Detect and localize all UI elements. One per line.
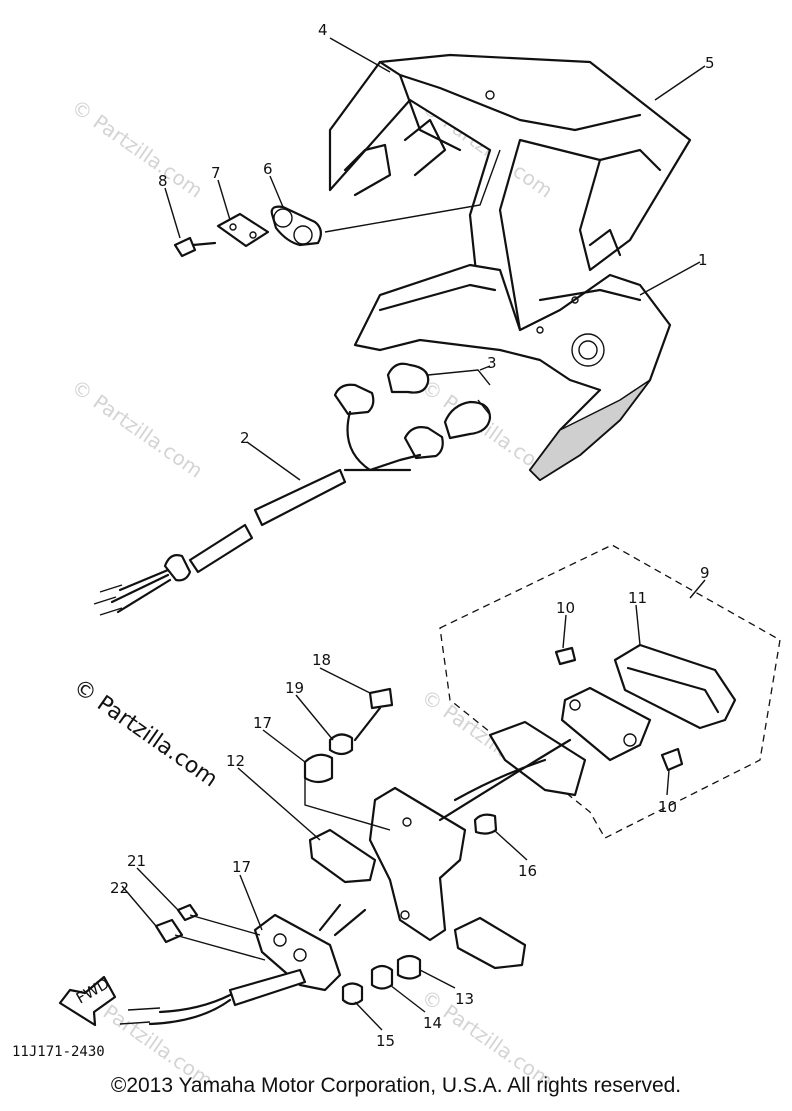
callout-10-top: 10 — [556, 599, 575, 617]
callout-22: 22 — [110, 879, 129, 897]
callout-21: 21 — [127, 852, 146, 870]
watermark-text: © Partzilla.com — [67, 374, 207, 482]
nut-washer-parts — [154, 903, 422, 1006]
callout-14: 14 — [423, 1014, 442, 1032]
bulb-parts — [386, 362, 492, 440]
copyright-footer: ©2013 Yamaha Motor Corporation, U.S.A. A… — [110, 1074, 682, 1097]
callout-numbers: 4 5 1 8 7 6 3 2 9 10 11 10 18 19 17 12 1… — [110, 21, 715, 1050]
taillight-housing-part — [353, 263, 672, 482]
callout-7: 7 — [211, 164, 221, 182]
grommet-part — [473, 813, 498, 835]
callout-12: 12 — [226, 752, 245, 770]
leader-lines — [121, 37, 706, 1031]
watermark-text: © Partzilla.com — [67, 94, 207, 202]
callout-20: 19 — [285, 679, 304, 697]
callout-9: 9 — [700, 564, 710, 582]
bolt-collar-washer-parts — [303, 687, 394, 831]
callout-13: 13 — [455, 990, 474, 1008]
callout-19: 18 — [312, 651, 331, 669]
callout-1: 1 — [698, 251, 708, 269]
partzilla-watermark: © Partzilla.com — [69, 674, 222, 792]
callout-3: 3 — [487, 354, 497, 372]
callout-17: 17 — [232, 858, 251, 876]
tail-cover-part — [328, 53, 692, 332]
callout-2: 2 — [240, 429, 250, 447]
reflector-part — [119, 903, 367, 1026]
callout-4: 4 — [318, 21, 328, 39]
wiring-harness-part — [93, 383, 444, 616]
callout-18: 17 — [253, 714, 272, 732]
callout-6: 6 — [263, 160, 273, 178]
license-bracket-part — [308, 720, 587, 970]
callout-5: 5 — [705, 54, 715, 72]
diagram-code: 11J171-2430 — [12, 1044, 105, 1060]
callout-8: 8 — [158, 172, 168, 190]
callout-16: 16 — [518, 862, 537, 880]
callout-11: 11 — [628, 589, 647, 607]
callout-15: 15 — [376, 1032, 395, 1050]
callout-10-bottom: 10 — [658, 798, 677, 816]
license-light-assembly — [439, 544, 781, 839]
bolt-plate-spacer-parts — [173, 149, 501, 258]
